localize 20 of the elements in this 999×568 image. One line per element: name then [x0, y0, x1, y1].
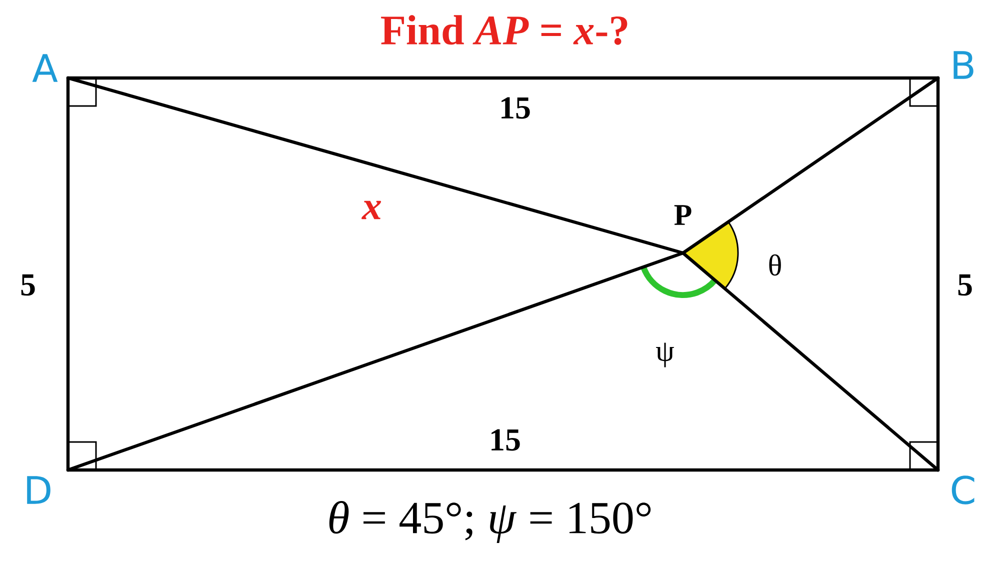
line-segment — [66, 76, 685, 255]
angle-label: ψ — [656, 342, 674, 368]
point-label: D — [27, 476, 50, 504]
angle-label: θ — [769, 254, 781, 276]
point-label: A — [32, 54, 58, 82]
line-segment — [66, 251, 685, 472]
line-segment — [936, 76, 940, 472]
given-values: θ = 45°; ψ = 150° — [329, 501, 651, 543]
edge-label: 5 — [18, 272, 38, 298]
line-segment — [681, 251, 940, 472]
edge-label: 5 — [955, 272, 975, 298]
line-segment — [681, 76, 940, 255]
edge-label: 15 — [497, 95, 533, 121]
title: Find AP = x-? — [381, 15, 628, 45]
point-label: P — [674, 205, 692, 225]
edge-label: 15 — [487, 427, 523, 453]
point-label: B — [954, 51, 974, 79]
point-label: C — [952, 476, 974, 504]
edge-label: x — [360, 198, 384, 222]
line-segment — [66, 76, 70, 472]
